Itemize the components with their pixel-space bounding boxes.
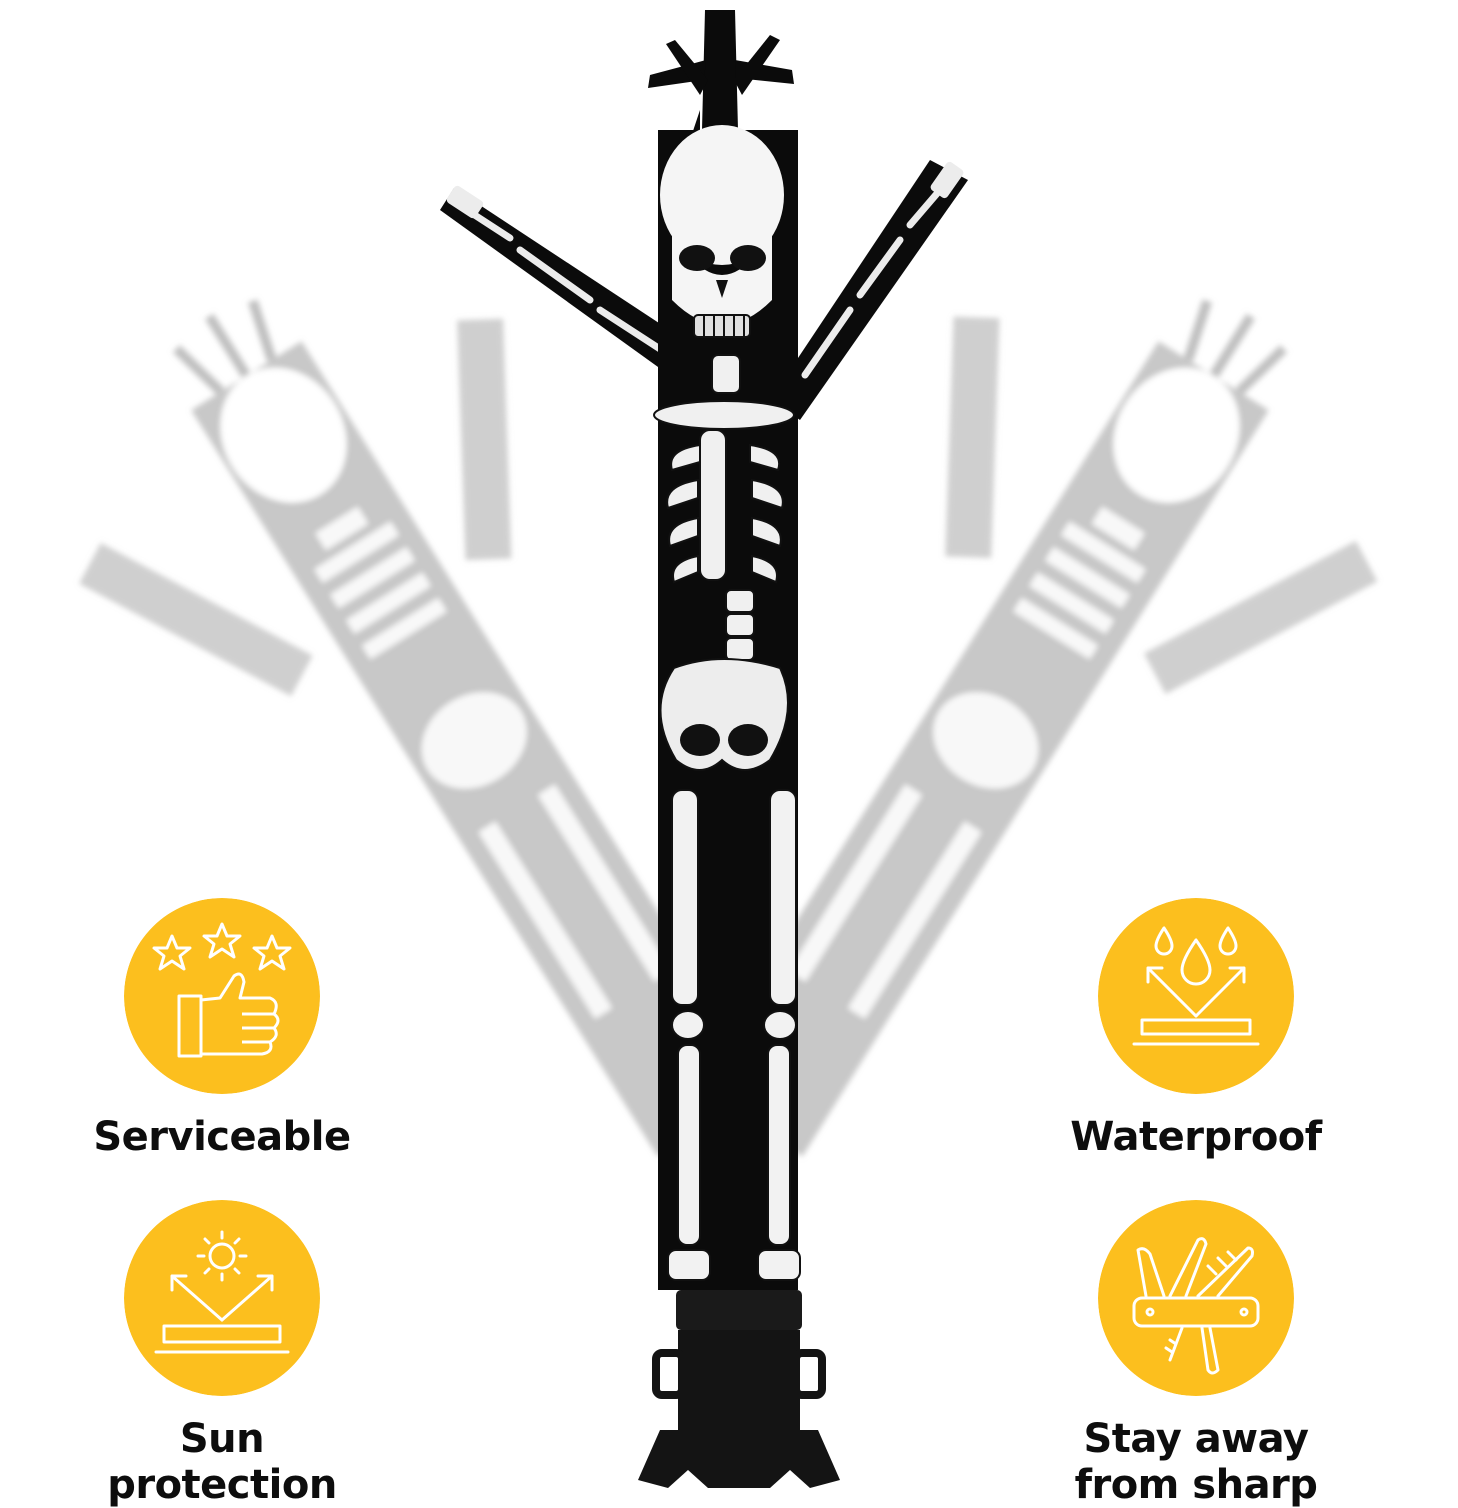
- ghost-dancer-right: [692, 299, 1378, 1157]
- feature-sun-protection: Sun protection: [72, 1200, 372, 1508]
- skeleton-air-dancer: [440, 10, 968, 1488]
- feature-label: Waterproof: [1070, 1114, 1322, 1160]
- thumbs-up-stars-icon: [124, 898, 320, 1094]
- feature-label: Sun protection: [107, 1416, 337, 1508]
- feature-label: Stay away from sharp: [1074, 1416, 1318, 1508]
- feature-stay-away-from-sharp: Stay away from sharp: [1046, 1200, 1346, 1508]
- water-drops-icon: [1098, 898, 1294, 1094]
- ghost-dancer-left: [79, 299, 768, 1157]
- feature-waterproof: Waterproof: [1046, 898, 1346, 1160]
- sharp-tools-icon: [1098, 1200, 1294, 1396]
- sun-shield-icon: [124, 1200, 320, 1396]
- feature-serviceable: Serviceable: [72, 898, 372, 1160]
- feature-label: Serviceable: [93, 1114, 351, 1160]
